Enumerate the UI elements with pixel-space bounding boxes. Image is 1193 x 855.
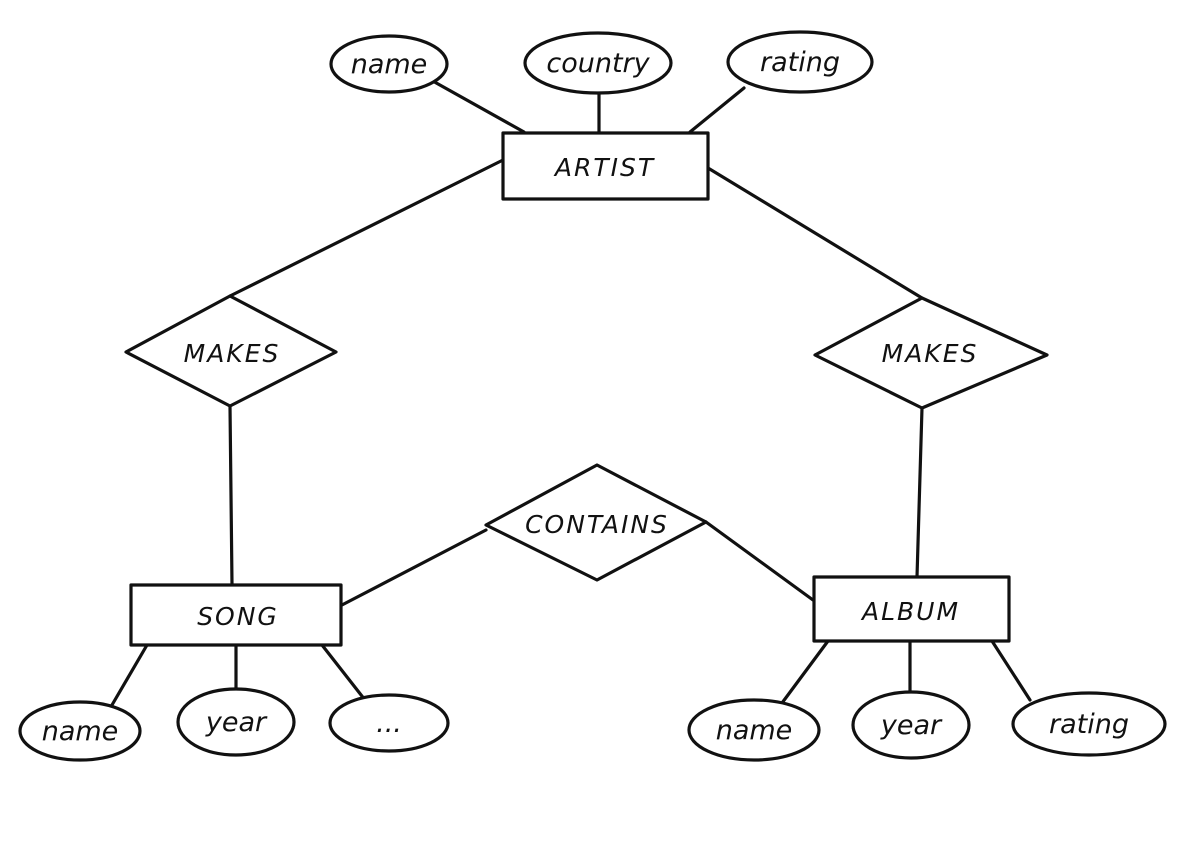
attr-song-year	[176, 687, 296, 757]
attr-song-more-label: ...	[376, 708, 402, 739]
entity-song	[129, 583, 343, 647]
entity-album-label: ALBUM	[860, 597, 960, 626]
attr-album-rating-label: rating	[1049, 709, 1129, 740]
attr-album-year-label: year	[880, 710, 943, 741]
entity-album-group: ALBUM name year rating	[687, 575, 1167, 762]
relationship-makes-right	[813, 296, 1049, 410]
line-makes-left-song	[228, 404, 234, 586]
attr-album-rating	[1011, 691, 1167, 757]
attr-song-more	[328, 693, 450, 753]
relationship-makes-left-label: MAKES	[184, 339, 281, 368]
line-song-name	[110, 643, 149, 707]
relationship-makes-right-label: MAKES	[882, 339, 979, 368]
relationship-makes-left	[124, 294, 338, 408]
attr-song-name	[18, 700, 142, 762]
entity-song-label: SONG	[197, 602, 279, 631]
entity-album	[812, 575, 1011, 643]
attr-artist-rating-label: rating	[760, 47, 840, 78]
line-album-name	[780, 639, 830, 705]
attr-song-year-label: year	[205, 707, 268, 738]
line-artist-name	[420, 73, 526, 134]
line-song-more	[320, 643, 367, 702]
line-song-contains	[338, 528, 488, 608]
attr-album-name	[687, 698, 821, 762]
relationships: MAKES MAKES CONTAINS	[124, 294, 1049, 582]
relationship-contains	[484, 463, 708, 582]
line-makes-right-album	[915, 406, 924, 579]
entity-song-group: SONG name year ...	[18, 583, 450, 762]
attr-artist-country	[523, 31, 673, 95]
line-artist-makes-left	[228, 158, 505, 298]
entity-artist	[501, 131, 710, 201]
entity-artist-label: ARTIST	[553, 153, 655, 182]
attr-artist-name-label: name	[351, 49, 428, 80]
line-artist-rating	[688, 86, 746, 134]
attr-song-name-label: name	[42, 716, 119, 747]
line-artist-makes-right	[706, 166, 924, 300]
attr-artist-name	[329, 34, 449, 94]
attr-album-year	[851, 690, 971, 760]
entity-artist-group: ARTIST name country rating	[329, 30, 874, 201]
connector-lines	[110, 73, 1032, 707]
attr-artist-rating	[726, 30, 874, 94]
relationship-contains-label: CONTAINS	[525, 510, 669, 539]
attr-artist-country-label: country	[546, 48, 650, 79]
line-contains-album	[704, 520, 815, 602]
line-album-rating	[990, 639, 1032, 702]
attr-album-name-label: name	[716, 715, 793, 746]
